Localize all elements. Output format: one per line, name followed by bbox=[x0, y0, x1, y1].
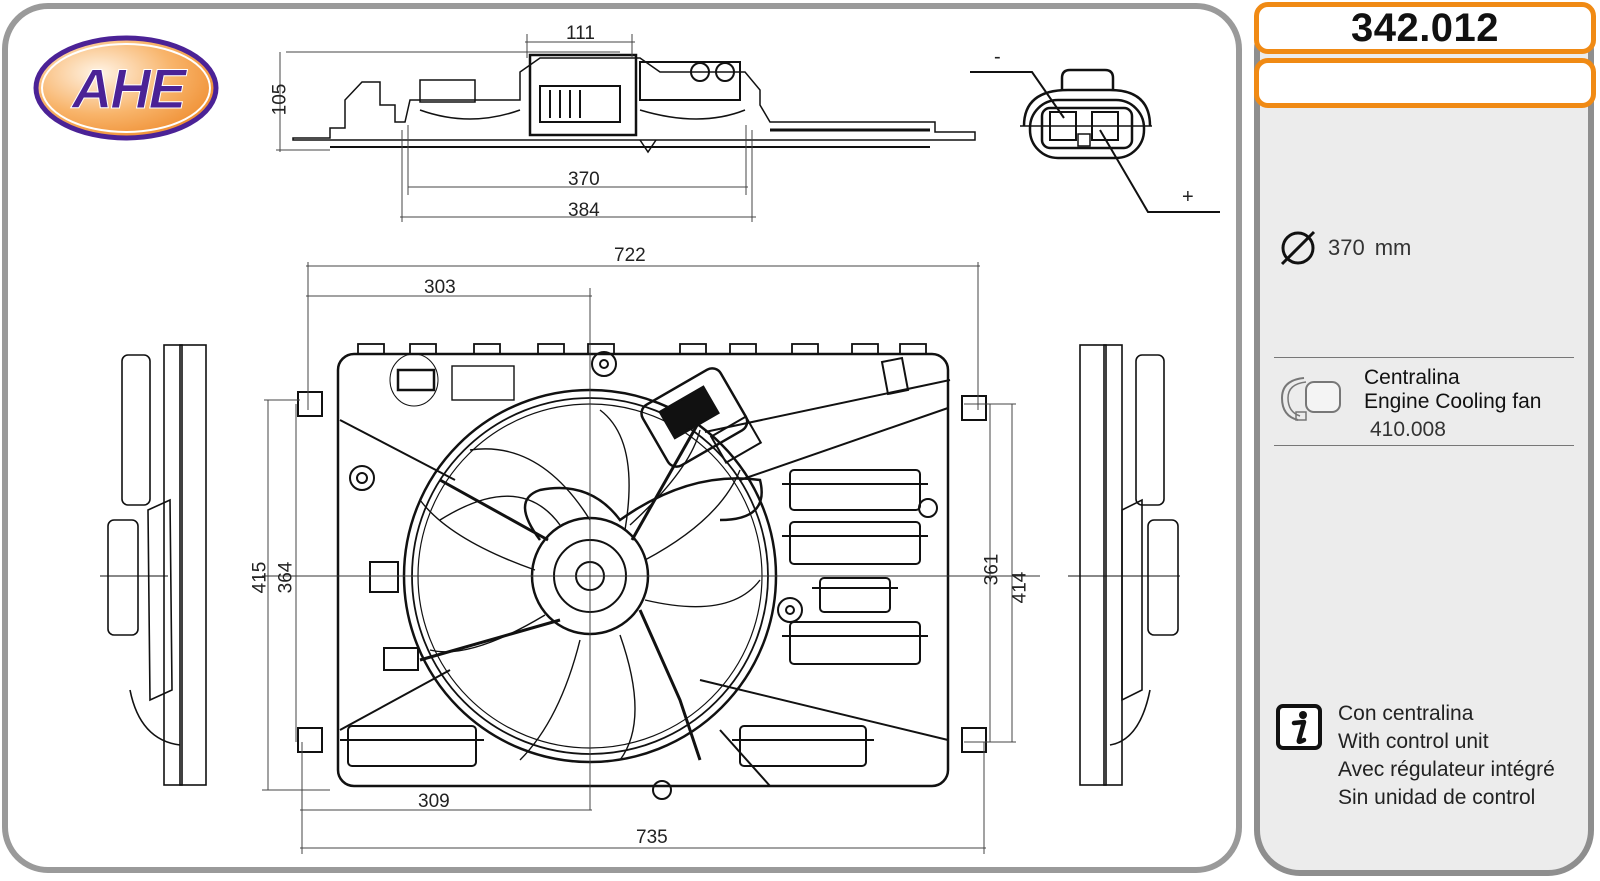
info-line-it: Con centralina bbox=[1338, 702, 1474, 725]
info-line-fr: Avec régulateur intégré bbox=[1338, 758, 1555, 781]
right-side-view bbox=[1068, 344, 1180, 786]
accessory-name: Centralina bbox=[1364, 366, 1460, 389]
divider-top bbox=[1274, 357, 1574, 358]
secondary-number-box bbox=[1254, 58, 1596, 108]
dim-overall-width-top: 722 bbox=[614, 245, 646, 266]
part-number-box: 342.012 bbox=[1254, 2, 1596, 54]
part-number: 342.012 bbox=[1350, 5, 1500, 50]
diameter-spec: 370 mm bbox=[1278, 228, 1411, 268]
technical-drawing bbox=[100, 34, 1220, 854]
dim-height-left-outer: 415 bbox=[249, 561, 271, 594]
dim-height: 105 bbox=[269, 83, 291, 116]
accessory-item: Centralina Engine Cooling fan 410.008 bbox=[1276, 364, 1576, 444]
dim-center-offset-bottom: 309 bbox=[418, 791, 450, 812]
top-view bbox=[292, 53, 976, 154]
dim-motor-width: 111 bbox=[566, 23, 595, 44]
info-line-es: Sin unidad de control bbox=[1338, 786, 1536, 809]
dim-center-offset-top: 303 bbox=[424, 277, 456, 298]
accessory-description: Engine Cooling fan bbox=[1364, 390, 1542, 413]
accessory-code: 410.008 bbox=[1370, 418, 1446, 441]
left-side-view bbox=[100, 344, 207, 786]
divider-bottom bbox=[1274, 445, 1574, 446]
dim-fan-diameter: 370 bbox=[568, 169, 600, 190]
dim-height-left-inner: 364 bbox=[275, 561, 297, 594]
center-lines bbox=[262, 288, 1040, 810]
info-icon bbox=[1276, 704, 1322, 750]
svg-text:AHE: AHE bbox=[70, 57, 188, 120]
diameter-unit: mm bbox=[1374, 235, 1412, 260]
dim-overall-width-bottom: 735 bbox=[636, 827, 668, 848]
dim-height-right-outer: 414 bbox=[1009, 571, 1031, 604]
top-view-dimensions bbox=[276, 34, 756, 222]
front-view bbox=[297, 343, 987, 800]
control-unit-icon bbox=[1280, 377, 1341, 421]
diameter-icon bbox=[1280, 230, 1316, 266]
positive-terminal-label: + bbox=[1182, 186, 1194, 208]
front-view-dimensions bbox=[262, 262, 1016, 854]
connector-leaders bbox=[970, 71, 1220, 213]
dim-shroud-opening: 384 bbox=[568, 200, 600, 221]
diameter-value: 370 bbox=[1328, 235, 1365, 260]
negative-terminal-label: - bbox=[994, 46, 1001, 68]
connector-drawing bbox=[1020, 68, 1152, 160]
dim-height-right-inner: 361 bbox=[981, 553, 1003, 586]
info-line-en: With control unit bbox=[1338, 730, 1489, 753]
ahe-logo: AHE bbox=[33, 35, 219, 141]
